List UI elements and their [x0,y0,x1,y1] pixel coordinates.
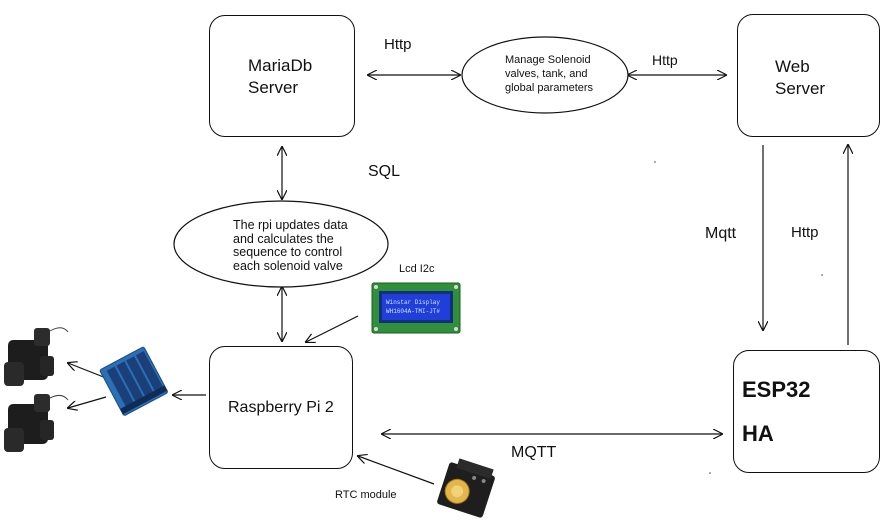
solenoid-valve-top-image [4,327,69,386]
manage-note-ellipse [461,36,629,114]
esp32-label-line2: HA [742,421,774,446]
web-server-node: Web Server [737,14,880,137]
arrow-lcd-raspberry [306,315,359,342]
stray-dot [709,472,711,474]
sql-label: SQL [368,163,401,180]
manage-note-line3: global parameters [505,82,594,94]
http-right-label: Http [652,52,678,68]
rpi-note-line2: and calculates the [233,231,334,246]
lcd-i2c-label: Lcd I2c [399,263,435,275]
rtc-module-label: RTC module [335,489,397,501]
esp32-label-line1: ESP32 [742,377,811,402]
mariadb-server-label-line1: MariaDb [248,56,313,75]
solenoid-valve-bottom-image [4,394,69,452]
lcd-screen-line2: WH1604A-TMI-JT# [386,308,440,315]
web-server-label-line2: Server [775,79,826,98]
mariadb-server-node: MariaDb Server [209,15,355,137]
manage-note-line1: Manage Solenoid [505,54,591,66]
rpi-note-line3: sequence to control [233,245,343,259]
manage-note-text: Manage Solenoid valves, tank, and global… [505,53,593,95]
raspberry-pi-node: Raspberry Pi 2 [209,346,353,469]
rpi-note-text: The rpi updates data and calculates the … [233,218,348,273]
lcd-module-image: Winstar Display WH1604A-TMI-JT# [371,282,461,334]
esp32-node: ESP32 HA [733,350,880,473]
relay-board-image [99,346,168,416]
mqtt-down-label: Mqtt [705,225,737,242]
lcd-screen-line1: Winstar Display [386,299,440,306]
web-server-label-line1: Web [775,57,810,76]
rpi-note-line1: The rpi updates data [233,218,348,232]
http-left-label: Http [384,36,412,53]
mariadb-server-label-line2: Server [248,78,299,97]
rpi-note-ellipse [173,200,389,288]
arrow-relay-valve-top [68,363,107,379]
arrow-relay-valve-bottom [68,396,107,408]
mqtt-bottom-label: MQTT [511,444,557,461]
http-up-label: Http [791,224,819,241]
rpi-note-line4: each solenoid valve [233,258,343,273]
rtc-module-image [437,458,495,518]
raspberry-pi-label: Raspberry Pi 2 [228,399,334,416]
stray-dot [821,274,823,276]
arrow-rtc-raspberry [358,456,435,485]
manage-note-line2: valves, tank, and [505,68,588,80]
stray-dot [654,161,656,163]
